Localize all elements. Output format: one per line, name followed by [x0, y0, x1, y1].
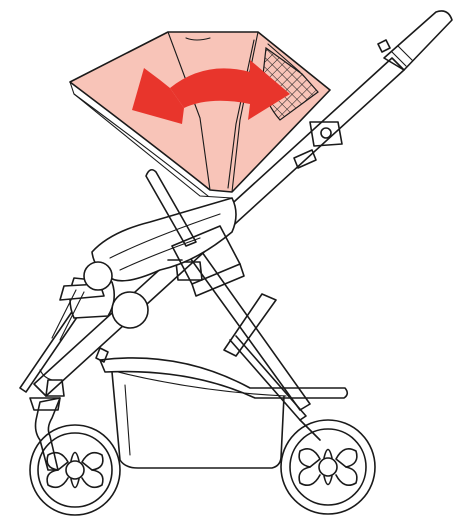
seat [52, 198, 236, 340]
front-wheel [281, 420, 375, 514]
fold-lock [294, 122, 342, 168]
handle-grip [378, 11, 452, 70]
rear-wheel [30, 425, 120, 515]
shopping-basket [112, 372, 286, 468]
